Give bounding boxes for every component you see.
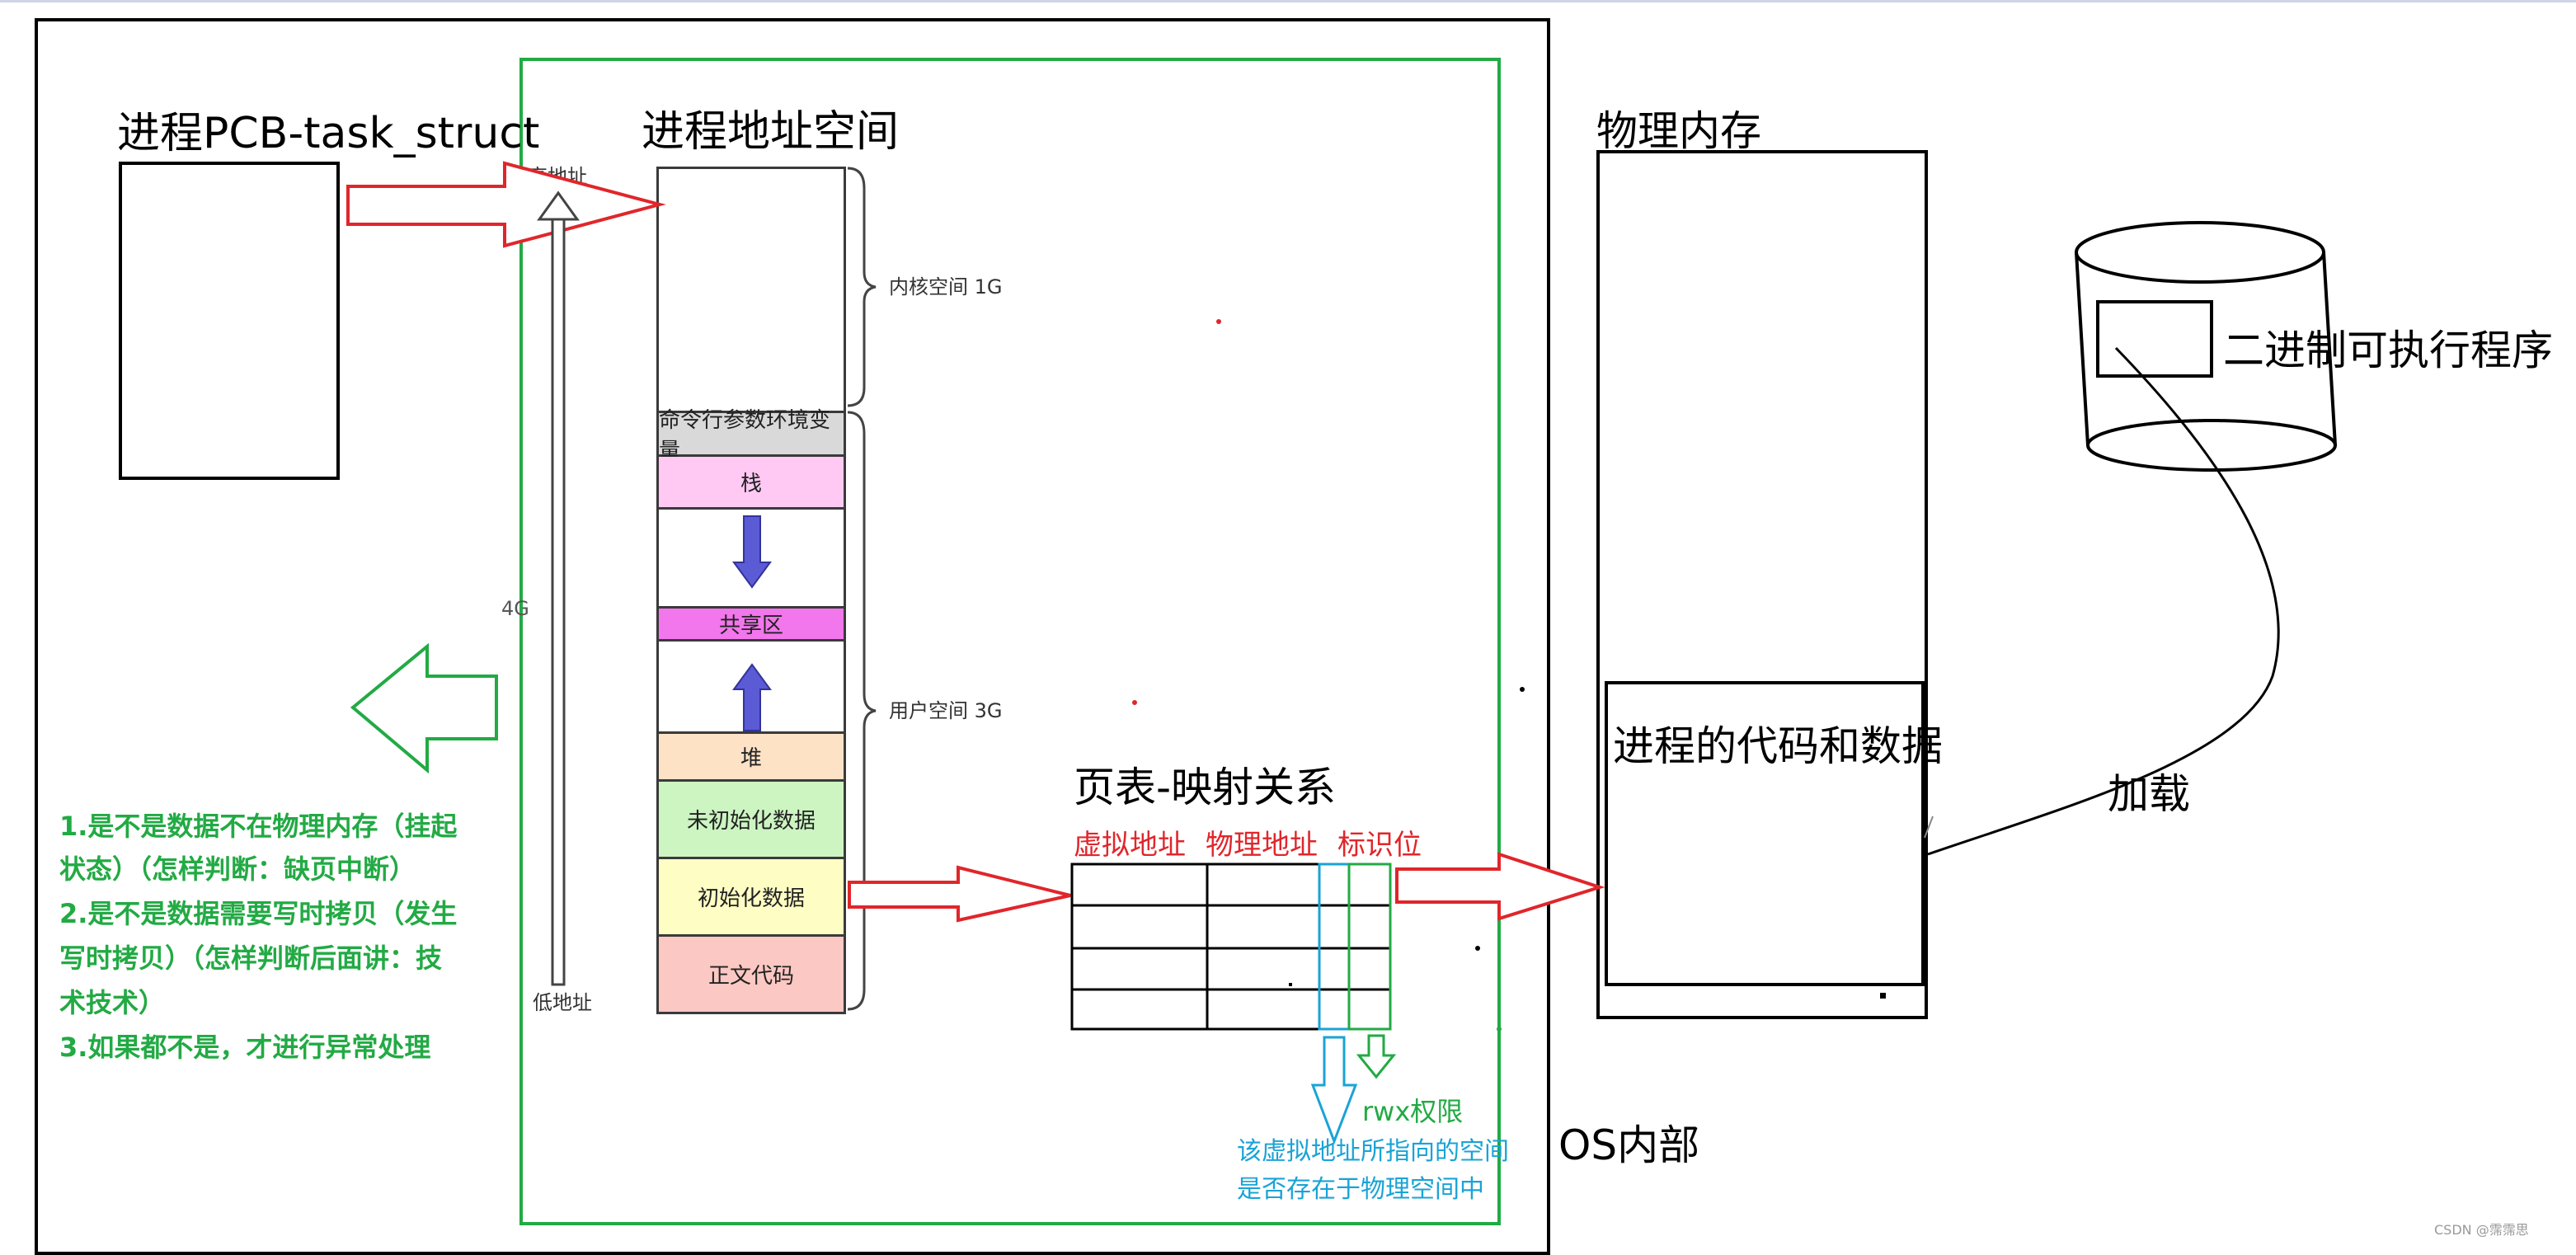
segment-heap-label: 堆 (740, 746, 762, 771)
address-range-arrowhead (537, 190, 580, 221)
segment-text: 正文代码 (656, 937, 846, 1014)
green-left-arrow (350, 642, 498, 774)
note-line-2: 状态）（怎样判断：缺页中断） (59, 853, 416, 885)
load-curve (1927, 346, 2280, 856)
pcb-box (119, 162, 340, 480)
pagetable-to-physical-arrow (1395, 852, 1605, 921)
kernel-space-label: 内核空间 1G (889, 275, 1003, 298)
init-to-pagetable-arrow (848, 865, 1071, 923)
segment-shared: 共享区 (656, 609, 846, 642)
user-space-label: 用户空间 3G (889, 699, 1003, 722)
segment-stack-label: 栈 (740, 472, 762, 496)
physical-memory-box (1596, 150, 1928, 1019)
note-line-5: 术技术） (59, 987, 166, 1018)
exist-label-line2: 是否存在于物理空间中 (1237, 1175, 1484, 1204)
black-dot-1 (1520, 687, 1525, 692)
process-code-data-label: 进程的代码和数据 (1613, 722, 1943, 770)
black-dot-2 (1475, 946, 1480, 951)
segment-stack: 栈 (656, 457, 846, 510)
note-line-4: 写时拷贝）（怎样判断后面讲：技 (59, 942, 443, 974)
memory-dot (1880, 993, 1886, 999)
process-code-data-box (1605, 681, 1925, 986)
rwx-label: rwx权限 (1362, 1096, 1464, 1127)
note-line-6: 3.如果都不是，才进行异常处理 (59, 1032, 431, 1063)
note-line-1: 1.是不是数据不在物理内存（挂起 (59, 811, 458, 842)
user-space-brace (847, 411, 877, 1011)
address-range-shaft (551, 211, 566, 986)
segment-init-label: 初始化数据 (697, 886, 805, 911)
col-virtual-label: 虚拟地址 (1074, 829, 1186, 862)
physical-memory-title: 物理内存 (1596, 107, 1761, 155)
executable-label: 二进制可执行程序 (2223, 327, 2553, 374)
load-label: 加载 (2108, 770, 2190, 818)
rwx-flag-column (1347, 863, 1392, 1031)
exist-label-line1: 该虚拟地址所指向的空间 (1237, 1137, 1509, 1166)
rwx-down-arrow (1356, 1034, 1397, 1079)
segment-heap: 堆 (656, 734, 846, 782)
segment-uninit: 未初始化数据 (656, 782, 846, 859)
col-physical-label: 物理地址 (1206, 829, 1318, 862)
green-dot (1497, 1027, 1502, 1032)
kernel-space-brace (847, 167, 877, 407)
segment-text-label: 正文代码 (707, 964, 794, 989)
executable-file-box (2096, 300, 2213, 378)
os-frame (519, 58, 1501, 1225)
note-line-3: 2.是不是数据需要写时拷贝（发生 (59, 898, 458, 929)
red-dot-1 (1216, 319, 1221, 324)
addr-space-title: 进程地址空间 (642, 107, 900, 157)
heap-up-arrow (732, 663, 772, 731)
pcb-title: 进程PCB-task_struct (117, 109, 540, 158)
page-table-grid (1070, 863, 1392, 1031)
segment-shared-label: 共享区 (718, 613, 783, 638)
exist-down-arrow (1310, 1036, 1358, 1145)
col-flag-label: 标识位 (1337, 829, 1422, 862)
stack-down-arrow (732, 515, 772, 589)
segment-uninit-label: 未初始化数据 (686, 809, 816, 834)
segment-cmd: 命令行参数环境变量 (656, 408, 846, 463)
page-table-dot (1289, 983, 1292, 986)
page-table-title: 页表-映射关系 (1074, 764, 1337, 811)
red-dot-2 (1132, 700, 1137, 705)
segment-init: 初始化数据 (656, 859, 846, 937)
watermark: CSDN @霈霈思 (2434, 1222, 2529, 1238)
low-addr-label: 低地址 (533, 991, 592, 1014)
load-curve-tick (1924, 816, 1934, 839)
disk-cylinder (2075, 221, 2337, 472)
size-4g-label: 4G (501, 597, 529, 620)
os-label: OS内部 (1558, 1121, 1700, 1169)
top-edge-line (0, 0, 2576, 2)
pcb-to-addr-arrow (346, 161, 666, 248)
